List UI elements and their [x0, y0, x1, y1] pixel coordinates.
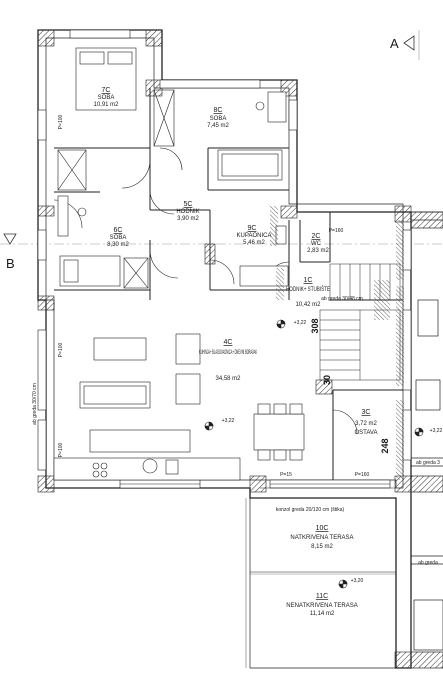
svg-text:10,91 m2: 10,91 m2: [93, 102, 119, 108]
dimension-p160: P=160: [355, 472, 370, 478]
svg-text:11C: 11C: [316, 593, 328, 600]
beam-label: ab greda: [418, 560, 438, 566]
svg-text:10,42 m2: 10,42 m2: [295, 302, 321, 308]
svg-text:6C: 6C: [114, 227, 123, 234]
dimension-30: 30: [322, 375, 332, 385]
svg-text:2,83 m2: 2,83 m2: [307, 248, 329, 254]
svg-text:5,46 m2: 5,46 m2: [243, 240, 265, 246]
windows: [37, 29, 412, 489]
section-arrow-b: [3, 233, 17, 245]
svg-text:7C: 7C: [102, 87, 111, 94]
bedroom-furniture: [57, 47, 289, 289]
svg-text:NATKRIVENA TERASA: NATKRIVENA TERASA: [290, 535, 353, 541]
svg-text:KUHINJA+ BLAGOVAONICA+ DNEVNI: KUHINJA+ BLAGOVAONICA+ DNEVNI BORAVAK: [199, 350, 257, 356]
room-2c: 2C WC 2,83 m2: [307, 233, 329, 254]
svg-text:8C: 8C: [214, 107, 223, 114]
svg-text:SOBA: SOBA: [110, 235, 127, 241]
level-label: +3,20: [351, 578, 364, 584]
dimension-p160: P=160: [329, 228, 344, 234]
svg-text:11,14 m2: 11,14 m2: [310, 611, 335, 617]
dimension-248: 248: [380, 438, 390, 453]
staircase: [319, 263, 401, 381]
section-mark-b: B: [6, 256, 15, 271]
console-beam-label: konzol greda 20/120 cm (štika): [276, 507, 345, 513]
svg-text:9C: 9C: [248, 225, 257, 232]
room-9c: 9C KUPAONICA 5,46 m2: [237, 225, 272, 246]
svg-text:NENATKRIVENA TERASA: NENATKRIVENA TERASA: [286, 603, 357, 609]
room-8c: 8C SOBA 7,45 m2: [207, 107, 229, 129]
dimension-p100: P=100: [58, 114, 64, 129]
svg-text:8,15 m2: 8,15 m2: [311, 544, 333, 550]
room-6c: 6C SOBA 8,30 m2: [107, 227, 129, 248]
room-11c: 11C NENATKRIVENA TERASA 11,14 m2: [286, 593, 357, 617]
level-label: +3,22: [294, 320, 307, 326]
terraces: [245, 487, 396, 669]
dimension-308: 308: [310, 318, 320, 333]
svg-text:3,72 m2: 3,72 m2: [355, 421, 377, 427]
svg-text:8,30 m2: 8,30 m2: [107, 242, 129, 248]
svg-text:HODNIK: HODNIK: [176, 209, 199, 215]
living-furniture: [53, 333, 305, 481]
svg-text:KUPAONICA: KUPAONICA: [237, 233, 272, 239]
svg-text:3,90 m2: 3,90 m2: [177, 216, 199, 222]
level-label: +3,22: [430, 428, 443, 434]
svg-text:4C: 4C: [224, 339, 233, 346]
svg-text:SOBA: SOBA: [98, 95, 115, 101]
svg-text:5C: 5C: [184, 201, 193, 208]
room-7c: 7C SOBA 10,91 m2: [93, 87, 119, 108]
svg-text:WC: WC: [311, 241, 322, 247]
beam-label: ab greda 30/70 cm: [32, 383, 38, 425]
section-mark-a: A: [390, 36, 399, 51]
section-arrow-a: [403, 35, 415, 51]
interior-walls: [54, 88, 403, 480]
beam-label: ab greda 3: [416, 460, 440, 466]
dimension-p100: P=100: [58, 442, 64, 457]
room-3c: 3C 3,72 m2 OSTAVA: [354, 409, 377, 436]
svg-text:10C: 10C: [316, 525, 329, 532]
room-10c: 10C NATKRIVENA TERASA 8,15 m2: [290, 525, 353, 550]
svg-text:7,45 m2: 7,45 m2: [207, 123, 229, 129]
room-1c: 1C HODNIK+ STUBIŠTE 10,42 m2: [286, 277, 330, 308]
door-swings: [53, 147, 358, 435]
neighbour-unit: [410, 211, 443, 669]
svg-text:3C: 3C: [362, 409, 371, 416]
beam-label: ab greda 30/48 cm: [321, 296, 363, 302]
dimension-p100: P=100: [58, 342, 64, 357]
level-markers: [204, 319, 424, 589]
svg-text:34,58 m2: 34,58 m2: [215, 376, 241, 382]
room-4c: 4C KUHINJA+ BLAGOVAONICA+ DNEVNI BORAVAK…: [199, 339, 257, 382]
svg-text:1C: 1C: [304, 277, 313, 284]
svg-text:HODNIK+ STUBIŠTE: HODNIK+ STUBIŠTE: [286, 286, 330, 293]
level-label: +3,22: [222, 418, 235, 424]
svg-text:2C: 2C: [312, 233, 321, 240]
svg-text:OSTAVA: OSTAVA: [354, 430, 377, 436]
svg-text:SOBA: SOBA: [210, 116, 227, 122]
hatched-walls: [270, 206, 404, 480]
dimension-p15: P=15: [280, 472, 292, 478]
room-5c: 5C HODNIK 3,90 m2: [176, 201, 199, 222]
